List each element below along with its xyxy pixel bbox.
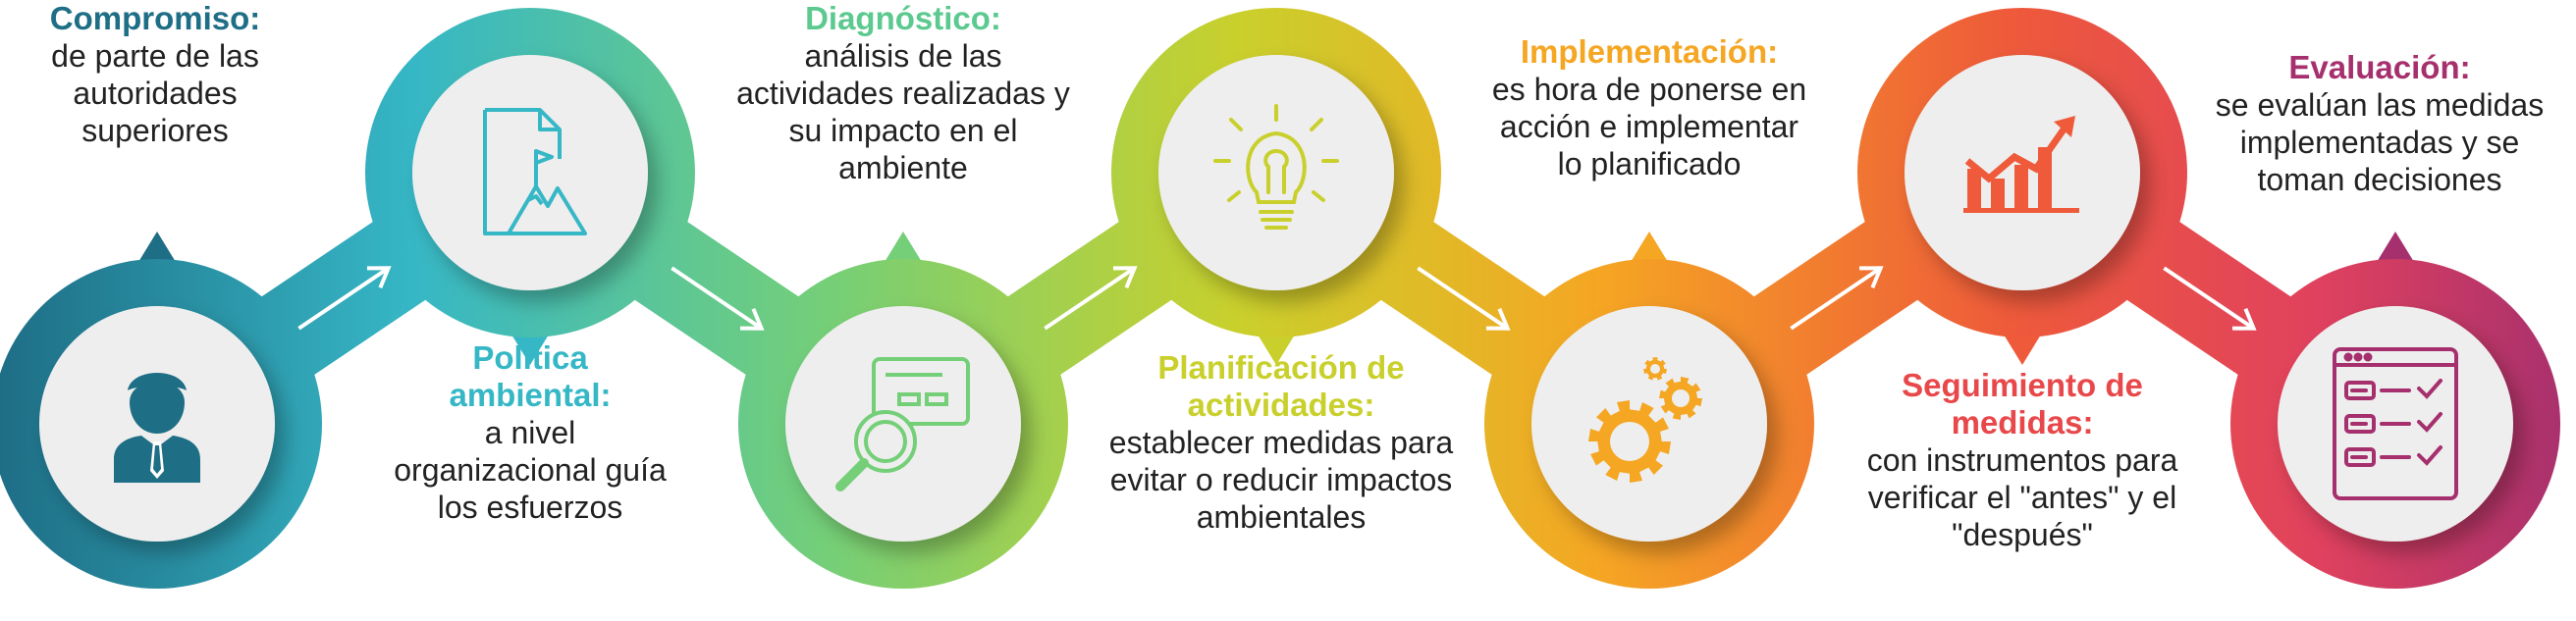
pointer-tab [135,232,179,267]
connector-arrowhead [1112,266,1138,289]
step-description: se evalúan las medidas implementadas y s… [2215,87,2545,197]
step-seguimiento: Seguimiento de medidas: con instrumentos… [1846,367,2199,553]
step-title: Planificación de actividades: [1157,349,1405,423]
step-description: de parte de las autoridades superiores [51,38,259,148]
connector-arrowhead [1858,266,1884,289]
step-disc [412,55,648,290]
pointer-tab [882,232,925,267]
pointer-tab [1628,232,1671,267]
connector-arrow [1044,266,1136,331]
step-evaluacion: Evaluación: se evalúan las medidas imple… [2195,49,2564,198]
step-diagnostico: Diagnóstico: análisis de las actividades… [726,0,1080,186]
connector-arrow [297,266,390,331]
connector-arrow [671,266,763,331]
step-title: Política ambiental: [449,339,612,413]
checklist-icon [2333,347,2458,500]
step-compromiso: Compromiso: de parte de las autoridades … [0,0,310,149]
step-planificacion: Planificación de actividades: establecer… [1104,349,1458,536]
pointer-tab [1255,330,1298,365]
connector-arrow [1417,266,1509,331]
connector-arrow [2163,266,2255,331]
pointer-tab [2374,232,2417,267]
step-politica-ambiental: Política ambiental: a nivel organizacion… [373,339,687,526]
connector-arrow [1790,266,1882,331]
connector-arrowhead [1485,307,1511,331]
step-description: análisis de las actividades realizadas y… [736,38,1070,185]
businessman-icon [114,373,200,483]
step-description: es hora de ponerse en acción e implement… [1491,72,1807,181]
step-description: establecer medidas para evitar o reducir… [1108,425,1454,535]
step-title: Evaluación: [2288,49,2471,85]
gears-icon [1588,357,1702,483]
step-title: Implementación: [1520,33,1779,70]
pointer-tab [2001,330,2044,365]
connector-arrowhead [366,266,392,289]
connector-arrowhead [739,307,765,331]
step-description: a nivel organizacional guía los esfuerzo… [394,415,667,525]
step-title: Compromiso: [49,0,261,36]
growth-chart-icon [1963,116,2079,213]
step-implementacion: Implementación: es hora de ponerse en ac… [1473,33,1826,182]
card-magnifier-icon [835,357,970,492]
step-description: con instrumentos para verificar el "ante… [1866,442,2178,552]
step-title: Seguimiento de medidas: [1902,367,2143,440]
step-title: Diagnóstico: [805,0,1001,36]
connector-arrowhead [2231,307,2257,331]
lightbulb-icon [1213,104,1339,230]
pointer-tab [509,330,552,365]
document-mountain-flag-icon [483,108,587,235]
step-disc [1158,55,1394,290]
